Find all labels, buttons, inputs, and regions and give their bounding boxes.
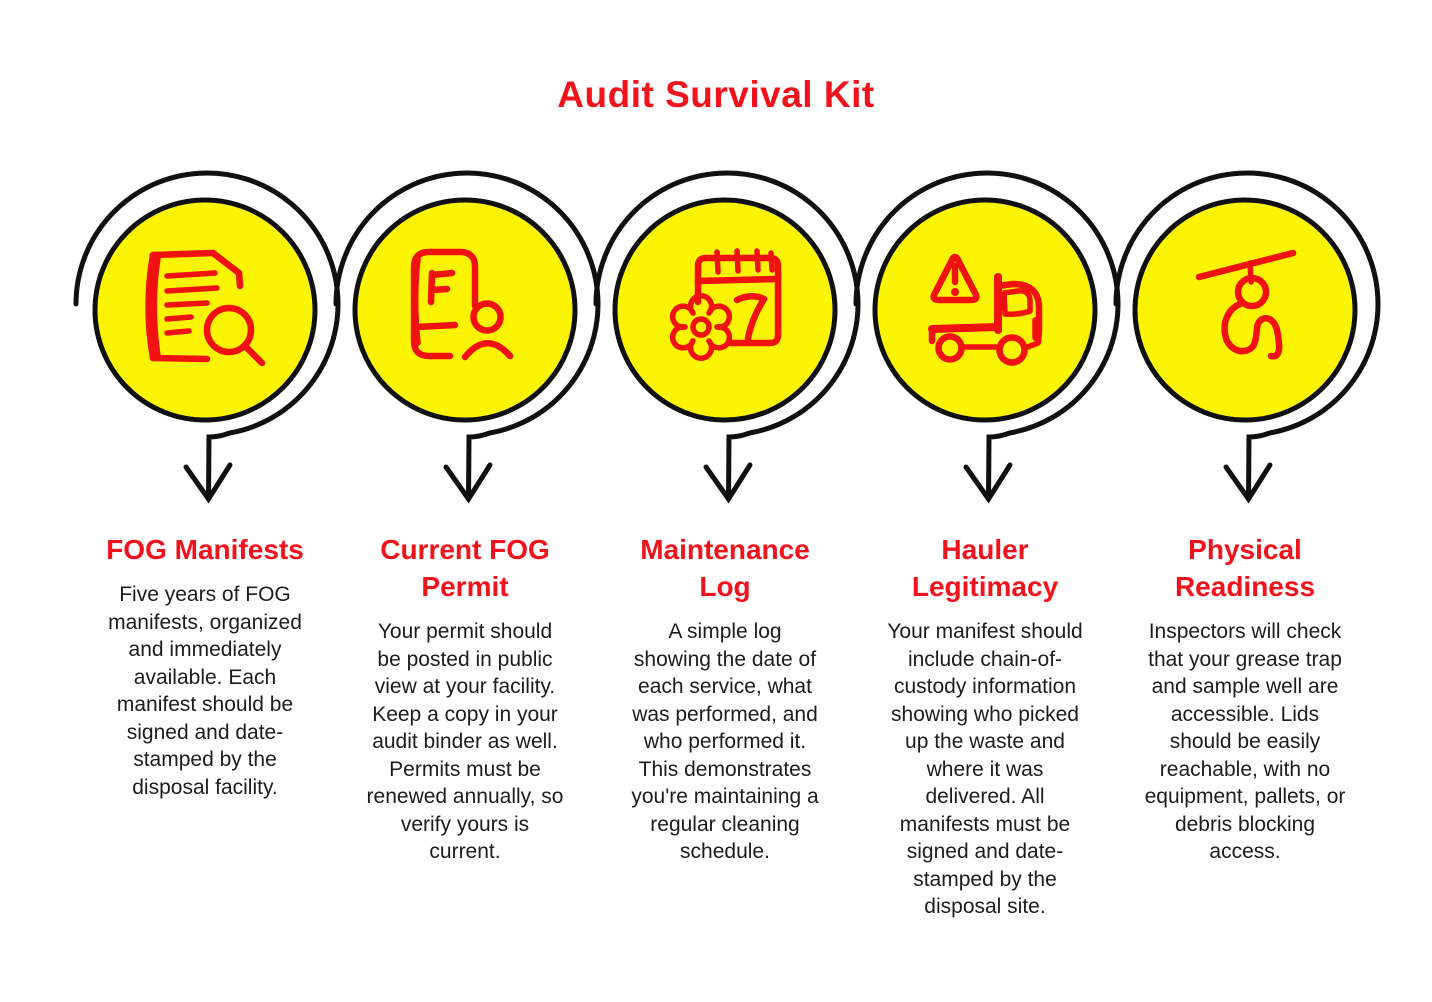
step-disc bbox=[1132, 197, 1358, 423]
step-circles-graphic bbox=[0, 168, 1432, 513]
section-title: FOG Manifests bbox=[106, 534, 304, 565]
section-hauler-legitimacy: Hauler Legitimacy Your manifest should i… bbox=[855, 531, 1115, 921]
section-description: Inspectors will check that your grease t… bbox=[1144, 620, 1346, 863]
section-description: Five years of FOG manifests, organized a… bbox=[108, 583, 302, 799]
section-title: Hauler Legitimacy bbox=[911, 534, 1059, 602]
section-description: A simple log showing the date of each se… bbox=[631, 620, 819, 863]
document-search-icon bbox=[145, 249, 266, 367]
step-disc bbox=[872, 197, 1098, 423]
section-physical-readiness: Physical Readiness Inspectors will check… bbox=[1115, 531, 1375, 866]
step-circle-physical-readiness bbox=[1116, 173, 1378, 499]
section-description: Your manifest should include chain-of- c… bbox=[887, 620, 1083, 918]
step-circle-hauler-legitimacy bbox=[856, 173, 1118, 499]
calendar-gear-icon bbox=[669, 248, 782, 361]
step-disc bbox=[352, 197, 578, 423]
section-maintenance-log: Maintenance Log A simple log showing the… bbox=[595, 531, 855, 866]
section-title: Current FOG Permit bbox=[380, 534, 550, 602]
page-title: Audit Survival Kit bbox=[557, 74, 875, 115]
permit-card-user-icon bbox=[410, 248, 514, 361]
step-circle-fog-manifests bbox=[76, 173, 338, 499]
zipline-person-icon bbox=[1195, 249, 1297, 360]
step-circle-current-fog-permit bbox=[336, 173, 598, 499]
step-circle-maintenance-log bbox=[596, 173, 858, 499]
section-fog-manifests: FOG Manifests Five years of FOG manifest… bbox=[75, 531, 335, 801]
warning-truck-icon bbox=[928, 253, 1043, 366]
section-title: Physical Readiness bbox=[1174, 534, 1316, 602]
step-disc bbox=[92, 197, 318, 423]
section-current-fog-permit: Current FOG Permit Your permit should be… bbox=[335, 531, 595, 866]
section-description: Your permit should be posted in public v… bbox=[366, 620, 564, 863]
section-title: Maintenance Log bbox=[640, 534, 810, 602]
